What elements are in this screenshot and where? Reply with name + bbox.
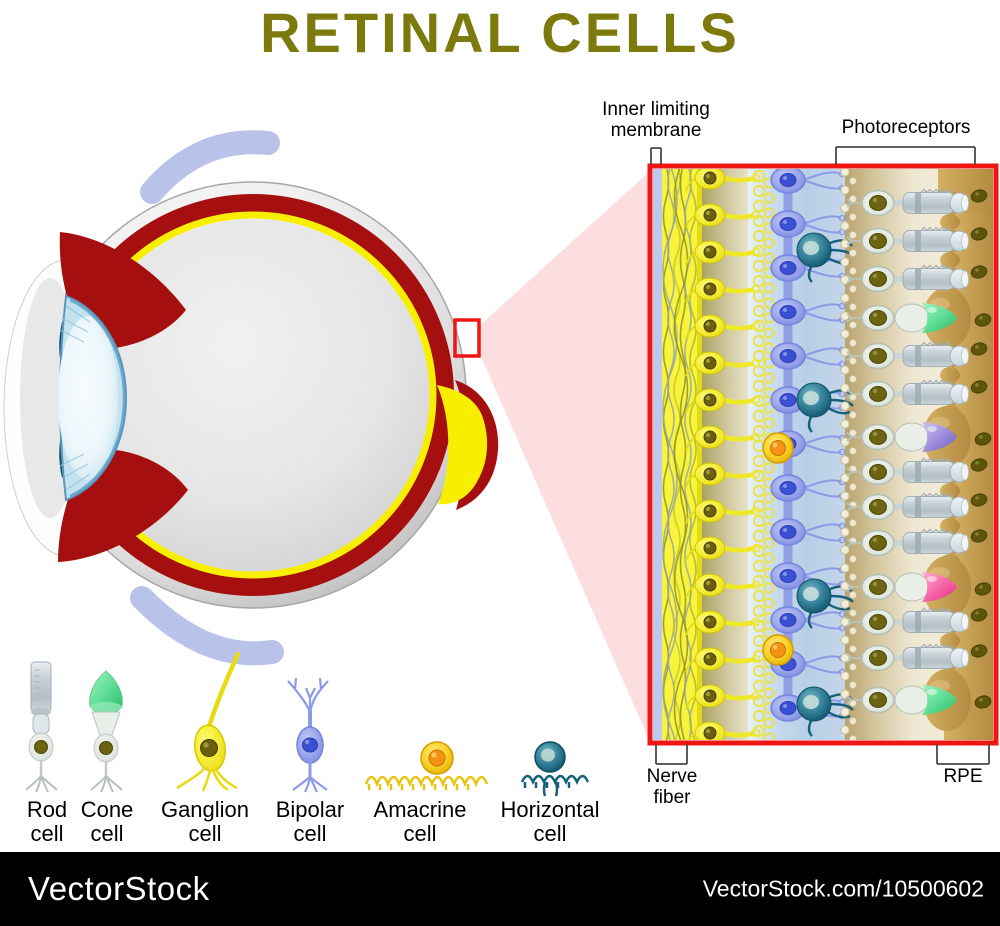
ganglion-cell <box>685 536 761 562</box>
ganglion-cell <box>685 277 761 303</box>
cone-cell-icon <box>89 670 123 793</box>
label-rpe: RPE <box>943 766 983 787</box>
rod-photoreceptor <box>846 341 969 370</box>
ganglion-cell <box>685 351 761 377</box>
ganglion-cell <box>685 388 761 414</box>
amacrine-cell <box>762 432 794 464</box>
amacrine-cell <box>762 634 794 666</box>
label-photoreceptors: Photoreceptors <box>841 117 971 138</box>
ganglion-cell <box>685 203 761 229</box>
panel-border <box>647 163 999 746</box>
rod-photoreceptor <box>846 264 969 293</box>
label-ganglion-cell: Ganglion cell <box>160 797 250 847</box>
cone-photoreceptor <box>846 685 957 715</box>
ganglion-cell <box>685 462 761 488</box>
cone-photoreceptor <box>846 303 957 333</box>
ganglion-cell <box>687 721 761 740</box>
horizontal-cells <box>796 232 854 737</box>
bipolar-cell <box>770 342 846 370</box>
ganglion-cells <box>685 169 761 740</box>
label-nerve-fiber: Nerve fiber <box>646 766 698 809</box>
page-title: RETINAL CELLS <box>260 1 740 64</box>
rod-photoreceptor <box>846 528 969 557</box>
ganglion-cell <box>685 647 761 673</box>
photoreceptors-bracket <box>835 146 976 165</box>
rod-photoreceptor <box>846 492 969 521</box>
ganglion-cell <box>685 240 761 266</box>
ganglion-cell <box>685 684 761 710</box>
retina-panel <box>653 169 993 740</box>
ganglion-layer-bg <box>702 169 756 740</box>
lens-edge <box>69 298 126 498</box>
outer-plexiform-mesh <box>840 169 858 740</box>
cone-photoreceptor <box>846 572 957 602</box>
rod-photoreceptor <box>846 457 969 486</box>
cone-photoreceptor <box>846 422 957 452</box>
amacrine-cells <box>762 432 794 666</box>
rpe-bracket <box>936 744 990 765</box>
watermark-url: VectorStock.com/10500602 <box>702 875 984 902</box>
ganglion-cell <box>685 425 761 451</box>
amacrine-cell-icon <box>364 741 489 790</box>
rod-photoreceptor <box>846 188 969 217</box>
label-rod-cell: Rod cell <box>26 797 68 847</box>
rod-photoreceptor <box>846 226 969 255</box>
ganglion-cell <box>685 499 761 525</box>
label-amacrine-cell: Amacrine cell <box>373 797 467 847</box>
rod-photoreceptor <box>846 643 969 672</box>
photoreceptor-cells <box>846 188 969 715</box>
ganglion-cell <box>685 314 761 340</box>
rod-photoreceptor <box>846 607 969 636</box>
zonule-fibers <box>59 305 91 491</box>
ganglion-cell <box>685 610 761 636</box>
ilm-bracket <box>650 147 662 165</box>
ganglion-cell <box>685 169 761 192</box>
label-cone-cell: Cone cell <box>80 797 134 847</box>
zoom-marker-rect <box>453 318 481 358</box>
eye-cross-section <box>3 130 499 666</box>
lens <box>58 316 118 480</box>
fiber-layer-edge <box>697 169 702 740</box>
label-inner-limiting-membrane: Inner limiting membrane <box>602 99 710 142</box>
ganglion-cell <box>685 573 761 599</box>
nerve-fiber-strands <box>662 169 697 740</box>
legend-icons <box>25 651 590 797</box>
bipolar-cell <box>770 169 846 194</box>
bipolar-cell <box>770 518 846 546</box>
bipolar-cell <box>770 298 846 326</box>
watermark-bar: VectorStock VectorStock.com/10500602 <box>0 852 1000 926</box>
rod-cell-icon <box>25 661 58 793</box>
bipolar-cell-icon <box>287 677 329 793</box>
annotation-brackets <box>650 146 990 765</box>
eye-muscle-top <box>140 130 280 204</box>
label-bipolar-cell: Bipolar cell <box>275 797 345 847</box>
bipolar-cell <box>770 210 846 238</box>
horizontal-cell-icon <box>520 741 590 797</box>
rod-photoreceptor <box>846 379 969 408</box>
inner-limiting-membrane-layer <box>653 169 662 740</box>
ganglion-cell-icon <box>176 651 241 792</box>
label-horizontal-cell: Horizontal cell <box>500 797 600 847</box>
eye-muscle-bottom <box>130 586 284 666</box>
rpe-nuclei <box>970 189 992 709</box>
zoom-beam <box>479 171 650 742</box>
nerve-fiber-bracket <box>655 744 688 765</box>
bipolar-cell <box>770 254 846 282</box>
bipolar-cell <box>770 606 846 634</box>
macula-bulge <box>437 385 488 505</box>
bipolar-cell <box>770 562 846 590</box>
watermark-logo: VectorStock <box>28 870 210 907</box>
bipolar-cell <box>770 474 846 502</box>
